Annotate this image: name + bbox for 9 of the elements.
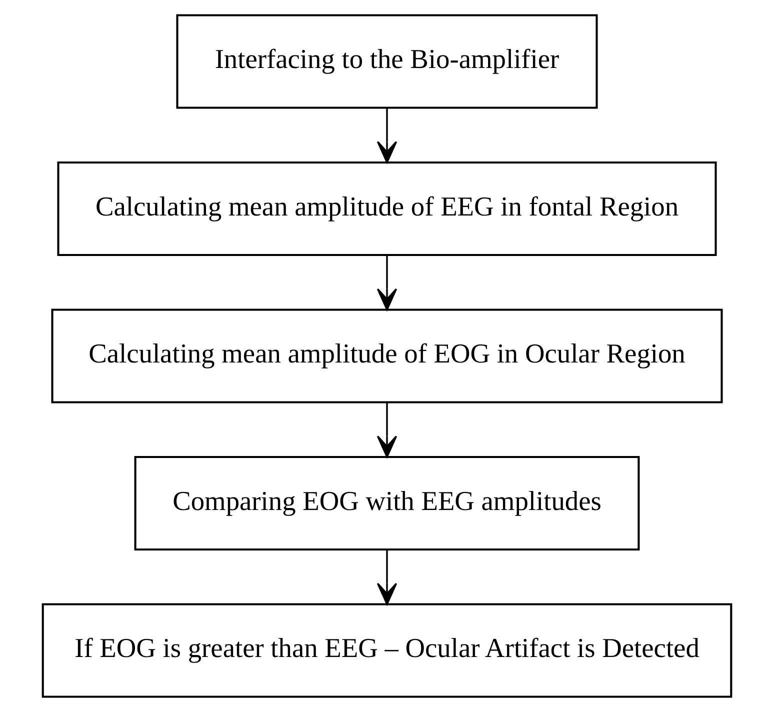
arrow — [376, 108, 398, 164]
node-box: Comparing EOG with EEG amplitudes — [134, 456, 640, 550]
arrow — [376, 402, 398, 458]
node-box: Calculating mean amplitude of EEG in fontal Region — [57, 162, 717, 256]
node-box: Interfacing to the Bio-amplifier — [176, 14, 598, 109]
node-box: If EOG is greater than EEG – Ocular Artifact is Detected — [42, 603, 732, 698]
arrow — [376, 550, 398, 605]
arrow — [376, 255, 398, 310]
node-box: Calculating mean amplitude of EOG in Ocular Region — [51, 308, 723, 404]
